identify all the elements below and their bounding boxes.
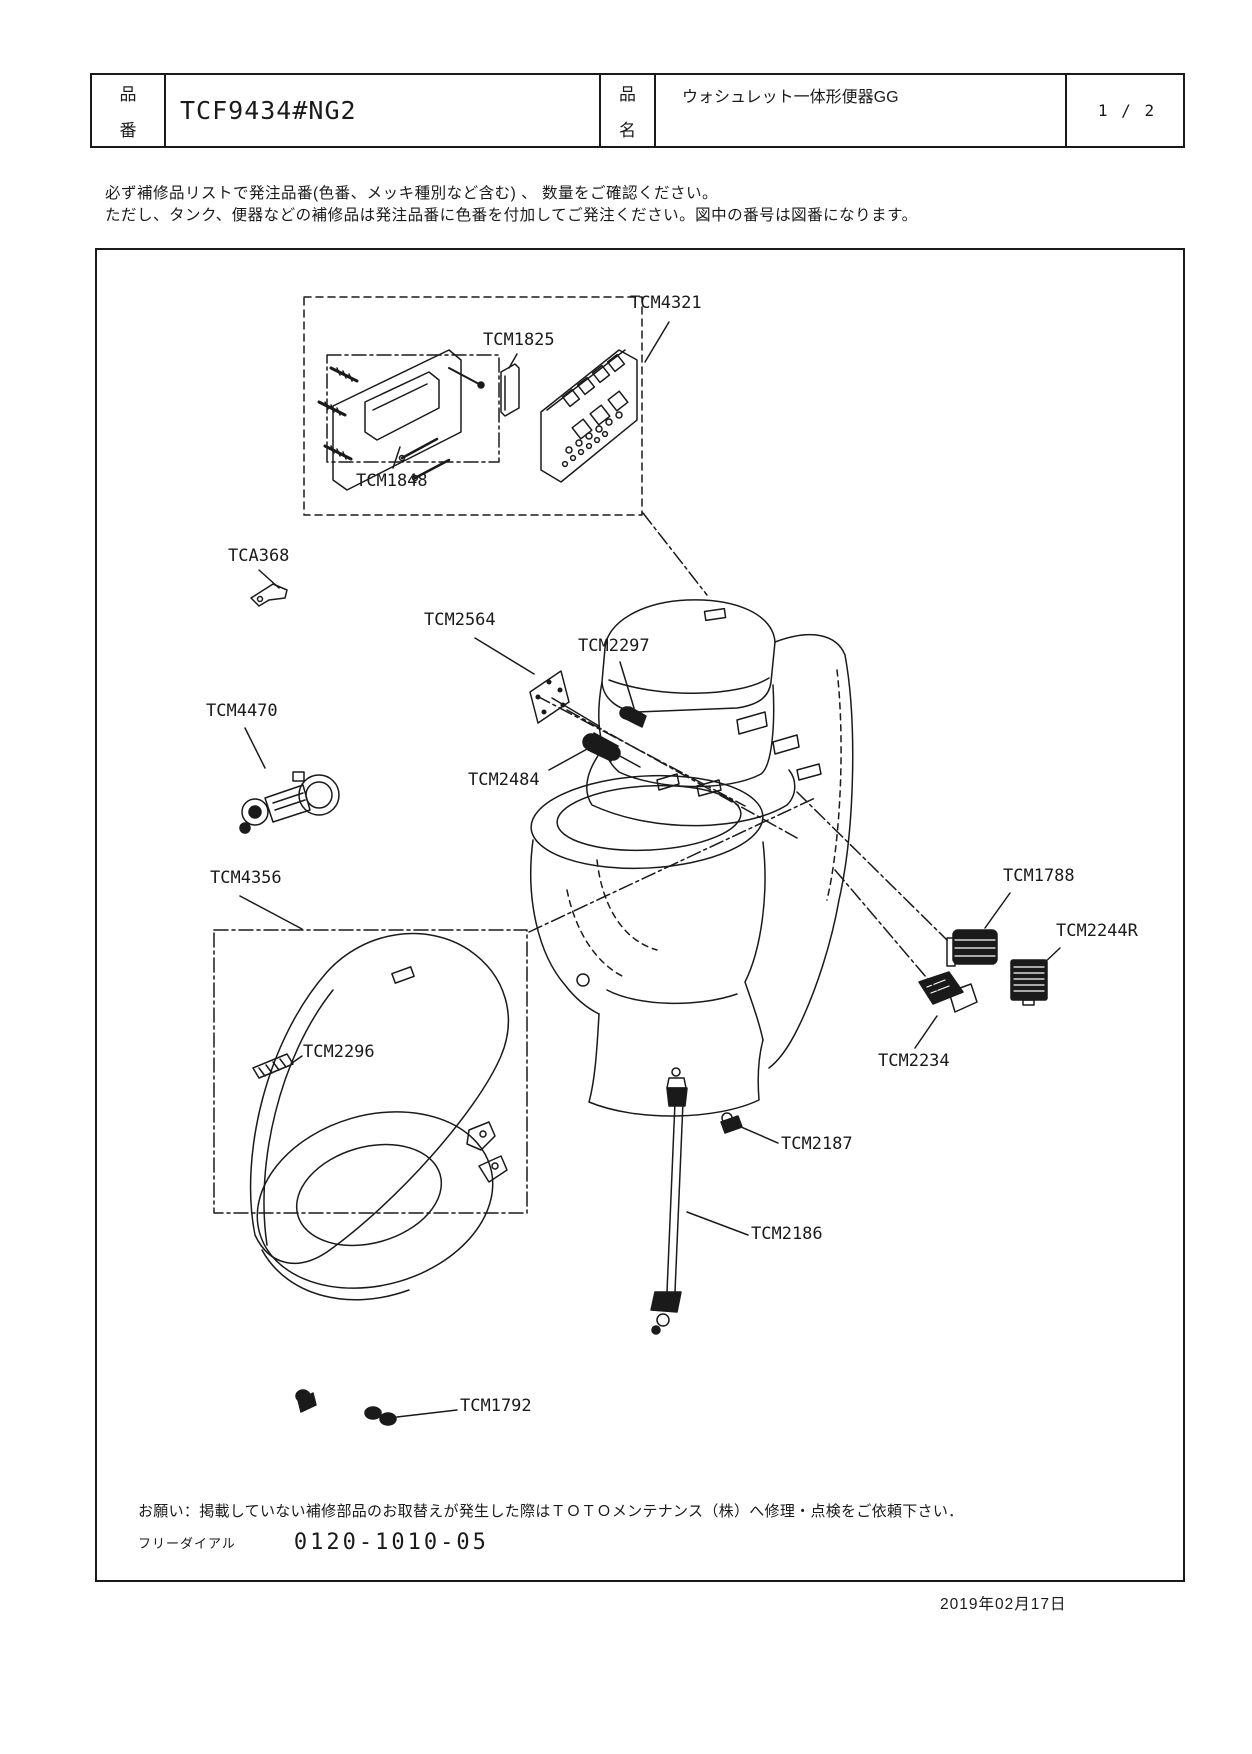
service-note: お願い：掲載していない補修部品のお取替えが発生した際はＴＯＴＯメンテナンス（株）… [138, 1500, 1068, 1555]
service-request-text: お願い：掲載していない補修部品のお取替えが発生した際はＴＯＴＯメンテナンス（株）… [138, 1503, 964, 1520]
spring-art [252, 1053, 294, 1079]
document-date: 2019年02月17日 [940, 1596, 1067, 1613]
part-label-tcm4470: TCM4470 [206, 701, 278, 721]
part-label-tcm1825: TCM1825 [483, 330, 555, 350]
part-label-tcm4356: TCM4356 [210, 868, 282, 888]
product-name: ウォシュレット一体形便器GG [682, 89, 899, 106]
wall-plate-art [317, 349, 485, 491]
toilet-body-art [530, 599, 854, 1117]
vent-cap-art [946, 929, 998, 967]
part-no-cell: TCF9434#NG2 [164, 75, 599, 146]
remote-control-art [540, 349, 638, 483]
part-no-label-top: 品 [119, 85, 137, 104]
part-label-tcm2244r: TCM2244R [1056, 921, 1138, 941]
tool-key-art [250, 583, 288, 607]
part-label-tcm4321: TCM4321 [630, 293, 702, 313]
seat-ring-art [256, 1111, 508, 1301]
free-dial-label: フリーダイアル [138, 1536, 236, 1551]
leader-lines [239, 321, 1061, 1418]
part-label-tcm1788: TCM1788 [1003, 866, 1075, 886]
part-label-tcm2234: TCM2234 [878, 1051, 950, 1071]
part-label-tcm2297: TCM2297 [578, 636, 650, 656]
lid-box [213, 929, 528, 1214]
part-label-tcm2296: TCM2296 [303, 1042, 375, 1062]
product-name-label-top: 品 [619, 85, 636, 104]
part-label-tcm1848: TCM1848 [356, 471, 428, 491]
product-name-label-cell: 品 名 [599, 75, 654, 146]
part-label-tca368: TCA368 [228, 546, 290, 566]
alignment-lines [528, 512, 948, 991]
order-notice: 必ず補修品リストで発注品番(色番、メッキ種別など含む) 、 数量をご確認ください… [105, 183, 918, 227]
order-notice-line2: ただし、タンク、便器などの補修品は発注品番に色番を付加してご発注ください。図中の… [105, 207, 918, 224]
page-indicator: 1 / 2 [1097, 101, 1157, 120]
part-label-tcm2187: TCM2187 [781, 1134, 853, 1154]
part-number: TCF9434#NG2 [180, 96, 357, 125]
diagram-line-art [213, 296, 1061, 1426]
free-dial-number: 0120-1010-05 [293, 1530, 489, 1555]
order-notice-line1: 必ず補修品リストで発注品番(色番、メッキ種別など含む) 、 数量をご確認ください… [105, 185, 718, 202]
nozzle-art [582, 732, 641, 768]
supply-hose-art [650, 1067, 688, 1335]
header-table: 品 番 TCF9434#NG2 品 名 ウォシュレット一体形便器GG 1 / 2 [90, 73, 1185, 148]
seat-fastener-art [295, 1389, 397, 1426]
screw-art [619, 706, 647, 728]
part-label-tcm2564: TCM2564 [424, 610, 496, 630]
part-no-label-bottom: 番 [119, 121, 137, 140]
hose-clamp-art [720, 1112, 743, 1134]
chute-art [918, 971, 978, 1013]
filter-grille-art [1010, 959, 1048, 1006]
switch-strip-art [500, 363, 520, 417]
exploded-view-diagram [95, 248, 1185, 1582]
part-no-label-cell: 品 番 [92, 75, 164, 146]
stop-valve-art [239, 771, 340, 834]
product-name-label-bottom: 名 [619, 121, 636, 140]
mount-plate-art [529, 670, 600, 727]
tcm1848-box [326, 354, 500, 463]
product-name-cell: ウォシュレット一体形便器GG [654, 75, 1065, 146]
page-indicator-cell: 1 / 2 [1065, 75, 1187, 146]
part-label-tcm2186: TCM2186 [751, 1224, 823, 1244]
part-label-tcm1792: TCM1792 [460, 1396, 532, 1416]
lid-art [249, 932, 510, 1265]
remote-kit-dashed-box [303, 296, 643, 516]
part-label-tcm2484: TCM2484 [468, 770, 540, 790]
